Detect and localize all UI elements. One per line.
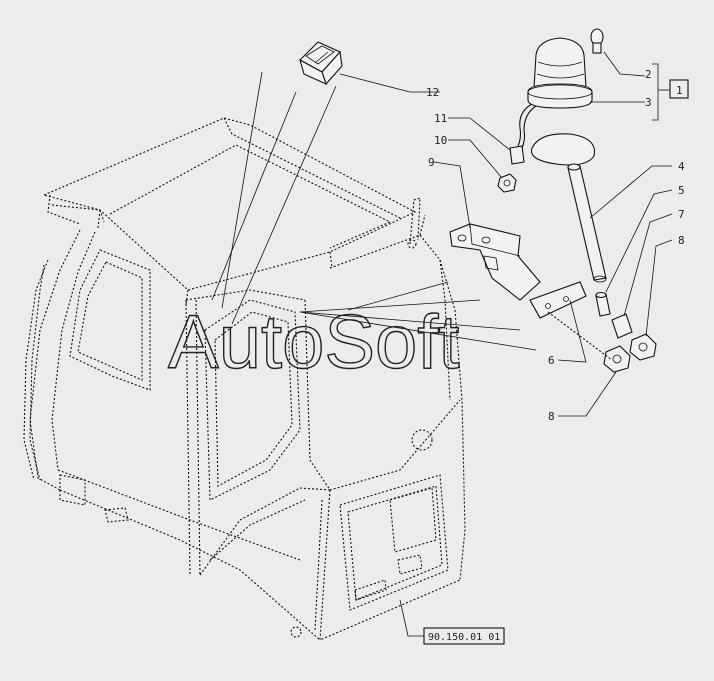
callout-6: 6 bbox=[548, 354, 555, 367]
callout-12: 12 bbox=[426, 86, 439, 99]
callout-8-upper: 8 bbox=[678, 234, 685, 247]
reference-box bbox=[423, 627, 505, 645]
callout-10: 10 bbox=[434, 134, 447, 147]
bracket bbox=[449, 223, 541, 301]
nut-10 bbox=[497, 173, 517, 193]
reference-label: 90.150.01 01 bbox=[428, 632, 500, 643]
beacon-dome bbox=[527, 37, 593, 109]
cab-drawing bbox=[23, 117, 466, 641]
group-box bbox=[669, 79, 689, 99]
leader-lines bbox=[211, 51, 673, 637]
rocker-switch bbox=[299, 41, 343, 86]
callout-5: 5 bbox=[678, 184, 685, 197]
callout-3: 3 bbox=[645, 96, 652, 109]
watermark: AutoSoft bbox=[168, 300, 460, 385]
callout-9: 9 bbox=[428, 156, 435, 169]
callout-2: 2 bbox=[645, 68, 652, 81]
callout-4: 4 bbox=[678, 160, 685, 173]
nut-8-upper bbox=[629, 333, 657, 361]
beacon-assembly bbox=[449, 28, 657, 373]
sleeve bbox=[595, 291, 611, 317]
bulb bbox=[590, 28, 604, 54]
callout-7: 7 bbox=[678, 208, 685, 221]
mast bbox=[567, 163, 607, 283]
nut-8-lower bbox=[603, 345, 631, 373]
callout-11: 11 bbox=[434, 112, 447, 125]
group-box-label: 1 bbox=[676, 84, 683, 97]
callout-8-lower: 8 bbox=[548, 410, 555, 423]
clamp-plate bbox=[529, 281, 587, 319]
